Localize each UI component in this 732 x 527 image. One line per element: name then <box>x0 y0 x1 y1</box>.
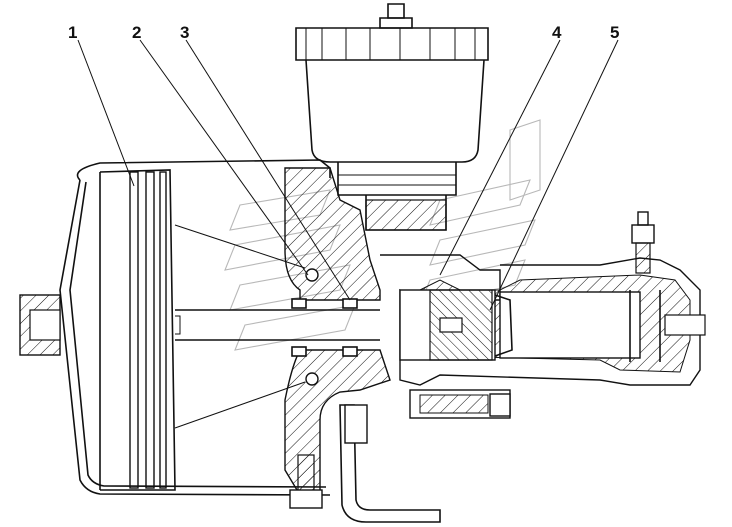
valve-piston <box>399 289 513 361</box>
callout-label-3: 3 <box>180 23 189 42</box>
mounting-bolt <box>409 389 511 419</box>
callout-label-4: 4 <box>552 23 562 42</box>
fluid-reservoir <box>295 3 489 231</box>
push-rod <box>175 309 380 341</box>
stud-bolt <box>289 454 323 509</box>
diaphragm-piston <box>99 169 306 491</box>
bleed-nipple <box>631 211 655 274</box>
callout-leaders <box>77 39 619 311</box>
callout-label-1: 1 <box>68 23 77 42</box>
seal-rings <box>291 268 358 386</box>
mounting-bracket <box>339 404 441 523</box>
callout-label-2: 2 <box>132 23 141 42</box>
vacuum-fitting <box>19 294 61 356</box>
booster-shell <box>59 159 331 496</box>
callout-label-5: 5 <box>610 23 619 42</box>
